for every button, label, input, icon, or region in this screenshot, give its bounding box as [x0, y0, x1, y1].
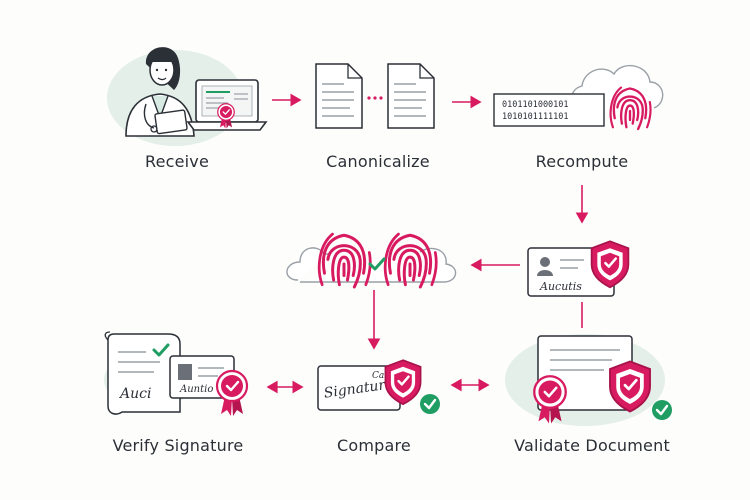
doctor-with-laptop-icon	[107, 47, 268, 146]
check-icon	[418, 392, 442, 416]
validated-document-icon	[505, 334, 674, 426]
document-scrawl: Auci	[118, 386, 151, 402]
hash-line-1: 0101101000101	[502, 100, 569, 110]
badge-scrawl: Auntio	[179, 384, 213, 395]
check-icon	[650, 398, 674, 422]
signature-small-scrawl: Ca	[372, 371, 384, 381]
signed-document-icon: Auci Auntio	[104, 331, 249, 418]
check-icon	[368, 257, 386, 271]
step-label-recompute: Recompute	[535, 152, 629, 171]
fingerprint-compare-icon	[286, 232, 457, 289]
id-card-scrawl: Aucutis	[539, 280, 582, 293]
step-label-verify-signature: Verify Signature	[112, 436, 244, 455]
hash-cloud-icon: 0101101000101 1010101111101	[493, 64, 664, 131]
document-pair-icon	[315, 63, 435, 129]
step-label-validate-document: Validate Document	[514, 436, 670, 455]
step-label-compare: Compare	[337, 436, 411, 455]
step-label-receive: Receive	[144, 152, 210, 171]
seal-badge-icon	[215, 369, 249, 418]
flow-arrows	[266, 93, 589, 394]
id-card-icon: Aucutis	[527, 240, 630, 297]
check-icon	[152, 343, 170, 357]
signature-card-icon: Signature Ca	[317, 358, 442, 416]
hash-line-2: 1010101111101	[502, 112, 569, 122]
step-label-canonicalize: Canonicalize	[326, 152, 430, 171]
